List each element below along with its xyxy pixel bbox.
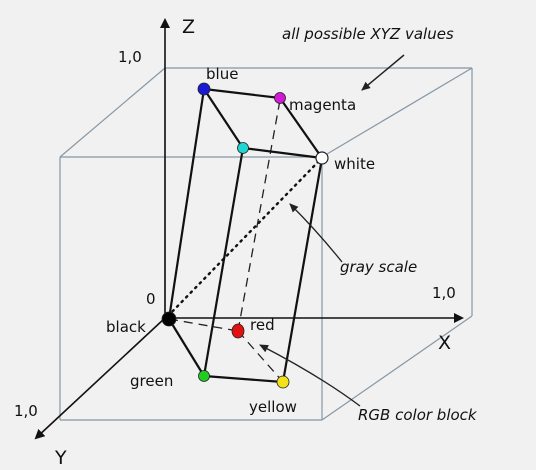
all-values-note: all possible XYZ values <box>282 25 454 43</box>
red-point <box>231 323 245 339</box>
block-edge <box>202 147 245 377</box>
block-edge <box>167 88 206 320</box>
cube-edge <box>59 67 166 158</box>
yellow-label: yellow <box>249 398 297 416</box>
y-axis <box>34 317 166 440</box>
gray-scale-note: gray scale <box>340 258 417 276</box>
rgb-block-hidden-edges <box>168 99 284 383</box>
blue-label: blue <box>206 65 238 83</box>
green-point <box>198 370 210 382</box>
x-tick-label: 1,0 <box>432 284 456 302</box>
green-label: green <box>130 372 173 390</box>
z-tick-label: 1,0 <box>118 48 142 66</box>
magenta-label: magenta <box>289 96 356 114</box>
red-label: red <box>250 316 275 334</box>
yellow-point <box>276 375 290 389</box>
rgb-block-arrow <box>259 344 361 407</box>
cyan-point <box>237 142 249 154</box>
x-axis-label: X <box>438 332 451 354</box>
hidden-edge <box>168 318 239 332</box>
hidden-edge <box>237 99 281 332</box>
block-edge <box>242 146 323 160</box>
block-edge <box>168 318 205 377</box>
y-axis-label: Y <box>54 447 67 469</box>
hidden-edge <box>237 330 284 383</box>
block-edge <box>279 97 323 159</box>
color-points <box>161 82 329 389</box>
magenta-point <box>274 92 286 104</box>
black-label: black <box>106 318 146 336</box>
block-edge <box>203 87 281 100</box>
all-values-arrow <box>361 54 405 91</box>
black-point <box>161 311 177 327</box>
white-point <box>315 151 329 165</box>
origin-label: 0 <box>146 290 156 308</box>
cube-edge <box>321 315 473 421</box>
block-edge <box>203 88 244 149</box>
rgb-block-edges <box>167 87 324 384</box>
blue-point <box>197 82 211 96</box>
axes <box>34 18 464 440</box>
cube-edge <box>321 67 473 158</box>
gray-scale-arrow <box>289 203 343 263</box>
xyz-cube <box>59 67 473 421</box>
block-edge <box>203 374 284 384</box>
block-edge <box>281 157 324 383</box>
gray-scale-line <box>166 158 322 318</box>
white-label: white <box>334 155 375 173</box>
rgb-block-note: RGB color block <box>358 406 478 424</box>
y-tick-label: 1,0 <box>14 402 38 420</box>
z-axis-label: Z <box>182 16 195 38</box>
